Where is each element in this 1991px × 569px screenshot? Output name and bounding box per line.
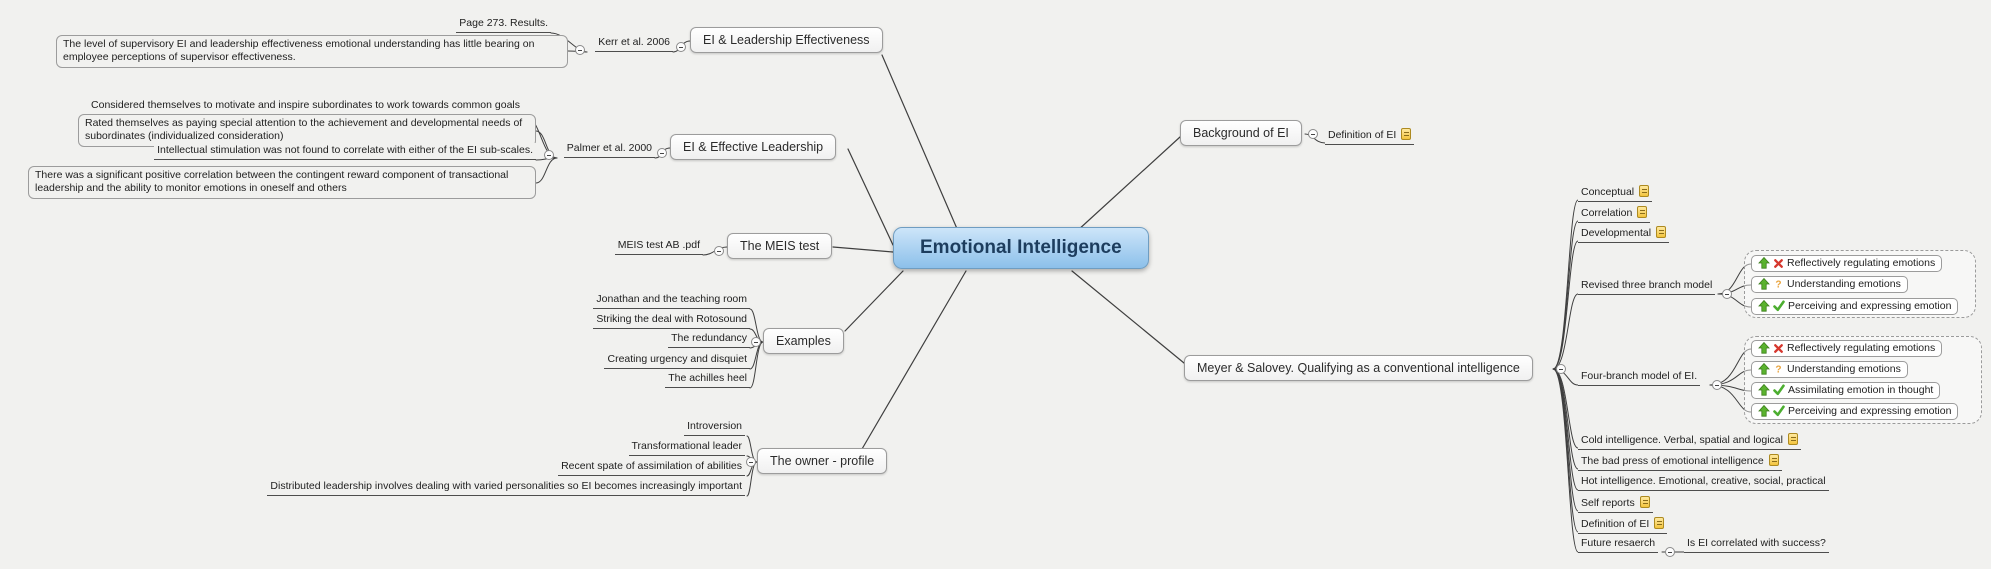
- collapse-minus-icon[interactable]: [746, 457, 756, 467]
- collapse-minus-icon[interactable]: [751, 337, 761, 347]
- topic-label: Definition of EI: [1581, 518, 1650, 530]
- collapse-minus-icon[interactable]: [714, 246, 724, 256]
- topic-owner-4[interactable]: Distributed leadership involves dealing …: [267, 479, 745, 496]
- topic-example-2[interactable]: Striking the deal with Rotosound: [593, 312, 750, 329]
- topic-self-reports[interactable]: Self reports: [1578, 495, 1653, 513]
- topic-background-of-ei[interactable]: Background of EI: [1180, 120, 1302, 146]
- note-icon[interactable]: [1654, 517, 1665, 529]
- topic-label: Cold intelligence. Verbal, spatial and l…: [1581, 434, 1783, 446]
- arrow-up-icon: [1758, 405, 1770, 417]
- topic-ei-correlated-success[interactable]: Is EI correlated with success?: [1684, 536, 1829, 553]
- topic-label: Conceptual: [1581, 186, 1635, 198]
- note-icon[interactable]: [1768, 454, 1779, 466]
- topic-examples[interactable]: Examples: [763, 328, 844, 354]
- topic-palmer-2000[interactable]: Palmer et al. 2000: [563, 141, 655, 158]
- collapse-minus-icon[interactable]: [1308, 129, 1318, 139]
- cross-icon: [1774, 258, 1783, 268]
- branch-label: Reflectively regulating emotions: [1787, 257, 1936, 269]
- topic-hot-intelligence[interactable]: Hot intelligence. Emotional, creative, s…: [1578, 474, 1829, 491]
- topic-example-3[interactable]: The redundancy: [668, 331, 750, 348]
- note-icon[interactable]: [1656, 226, 1667, 238]
- branch-label: Understanding emotions: [1787, 278, 1901, 290]
- collapse-minus-icon[interactable]: [676, 42, 686, 52]
- branch-understanding-emotions[interactable]: ? Understanding emotions: [1751, 276, 1908, 293]
- branch-label: Assimilating emotion in thought: [1788, 384, 1934, 396]
- topic-owner-2[interactable]: Transformational leader: [628, 439, 745, 456]
- topic-ei-effective-leadership[interactable]: EI & Effective Leadership: [670, 134, 837, 160]
- topic-revised-three-branch-model[interactable]: Revised three branch model: [1578, 278, 1716, 295]
- cross-icon: [1774, 343, 1783, 353]
- topic-palmer-finding-1[interactable]: Considered themselves to motivate and in…: [88, 98, 523, 115]
- check-icon: [1773, 405, 1785, 417]
- check-icon: [1773, 384, 1785, 396]
- topic-meis-attachment[interactable]: MEIS test AB .pdf: [614, 238, 703, 255]
- branch-assimilating-emotion[interactable]: Assimilating emotion in thought: [1751, 382, 1941, 399]
- svg-text:?: ?: [1775, 365, 1781, 375]
- branch-reflectively-regulating-2[interactable]: Reflectively regulating emotions: [1751, 340, 1943, 357]
- topic-label: Definition of EI: [1328, 129, 1397, 141]
- topic-correlation[interactable]: Correlation: [1578, 205, 1651, 223]
- collapse-minus-icon[interactable]: [1556, 364, 1566, 374]
- topic-ei-leadership-effectiveness[interactable]: EI & Leadership Effectiveness: [690, 27, 883, 53]
- topic-bad-press[interactable]: The bad press of emotional intelligence: [1578, 453, 1782, 471]
- topic-example-1[interactable]: Jonathan and the teaching room: [593, 292, 750, 309]
- topic-kerr-finding[interactable]: The level of supervisory EI and leadersh…: [56, 35, 568, 69]
- question-icon: ?: [1775, 280, 1781, 290]
- note-icon[interactable]: [1639, 185, 1650, 197]
- topic-page-273-results[interactable]: Page 273. Results.: [456, 16, 551, 33]
- branch-label: Reflectively regulating emotions: [1787, 342, 1936, 354]
- topic-owner-profile[interactable]: The owner - profile: [757, 448, 888, 474]
- topic-owner-1[interactable]: Introversion: [684, 419, 745, 436]
- topic-kerr-2006[interactable]: Kerr et al. 2006: [595, 35, 673, 52]
- note-icon[interactable]: [1639, 496, 1650, 508]
- topic-cold-intelligence[interactable]: Cold intelligence. Verbal, spatial and l…: [1578, 432, 1801, 450]
- topic-palmer-finding-3[interactable]: Intellectual stimulation was not found t…: [154, 143, 536, 160]
- topic-meyer-salovey[interactable]: Meyer & Salovey. Qualifying as a convent…: [1184, 355, 1533, 381]
- topic-label: Correlation: [1581, 207, 1633, 219]
- topic-owner-3[interactable]: Recent spate of assimilation of abilitie…: [558, 459, 745, 476]
- note-icon[interactable]: [1787, 433, 1798, 445]
- topic-meis-test[interactable]: The MEIS test: [727, 233, 833, 259]
- topic-future-research[interactable]: Future resaerch: [1578, 536, 1659, 553]
- branch-label: Understanding emotions: [1787, 363, 1901, 375]
- collapse-minus-icon[interactable]: [544, 150, 554, 160]
- topic-palmer-finding-2[interactable]: Rated themselves as paying special atten…: [78, 114, 536, 148]
- branch-understanding-emotions-2[interactable]: ? Understanding emotions: [1751, 361, 1908, 378]
- topic-developmental[interactable]: Developmental: [1578, 225, 1670, 243]
- topic-four-branch-model[interactable]: Four-branch model of EI.: [1578, 369, 1701, 386]
- topic-example-5[interactable]: The achilles heel: [665, 371, 750, 388]
- branch-perceiving-expressing-2[interactable]: Perceiving and expressing emotion: [1751, 403, 1959, 420]
- topic-palmer-finding-4[interactable]: There was a significant positive correla…: [28, 166, 536, 200]
- branch-reflectively-regulating[interactable]: Reflectively regulating emotions: [1751, 255, 1943, 272]
- check-icon: [1773, 300, 1785, 312]
- topic-label: Self reports: [1581, 497, 1635, 509]
- collapse-minus-icon[interactable]: [1722, 289, 1732, 299]
- arrow-up-icon: [1758, 342, 1770, 354]
- topic-label: The bad press of emotional intelligence: [1581, 455, 1764, 467]
- topic-definition-of-ei-background[interactable]: Definition of EI: [1325, 127, 1415, 145]
- note-icon[interactable]: [1637, 206, 1648, 218]
- topic-definition-of-ei[interactable]: Definition of EI: [1578, 516, 1668, 534]
- central-topic[interactable]: Emotional Intelligence: [893, 227, 1149, 269]
- arrow-up-icon: [1758, 300, 1770, 312]
- topic-conceptual[interactable]: Conceptual: [1578, 184, 1653, 202]
- arrow-up-icon: [1758, 363, 1770, 375]
- collapse-minus-icon[interactable]: [575, 45, 585, 55]
- arrow-up-icon: [1758, 257, 1770, 269]
- svg-text:?: ?: [1775, 280, 1781, 290]
- branch-perceiving-expressing[interactable]: Perceiving and expressing emotion: [1751, 298, 1959, 315]
- question-icon: ?: [1775, 365, 1781, 375]
- collapse-minus-icon[interactable]: [1712, 380, 1722, 390]
- arrow-up-icon: [1758, 384, 1770, 396]
- topic-label: Developmental: [1581, 227, 1652, 239]
- branch-label: Perceiving and expressing emotion: [1788, 405, 1952, 417]
- topic-example-4[interactable]: Creating urgency and disquiet: [604, 352, 750, 369]
- branch-label: Perceiving and expressing emotion: [1788, 300, 1952, 312]
- arrow-up-icon: [1758, 278, 1770, 290]
- note-icon[interactable]: [1401, 128, 1412, 140]
- collapse-minus-icon[interactable]: [1665, 547, 1675, 557]
- collapse-minus-icon[interactable]: [657, 148, 667, 158]
